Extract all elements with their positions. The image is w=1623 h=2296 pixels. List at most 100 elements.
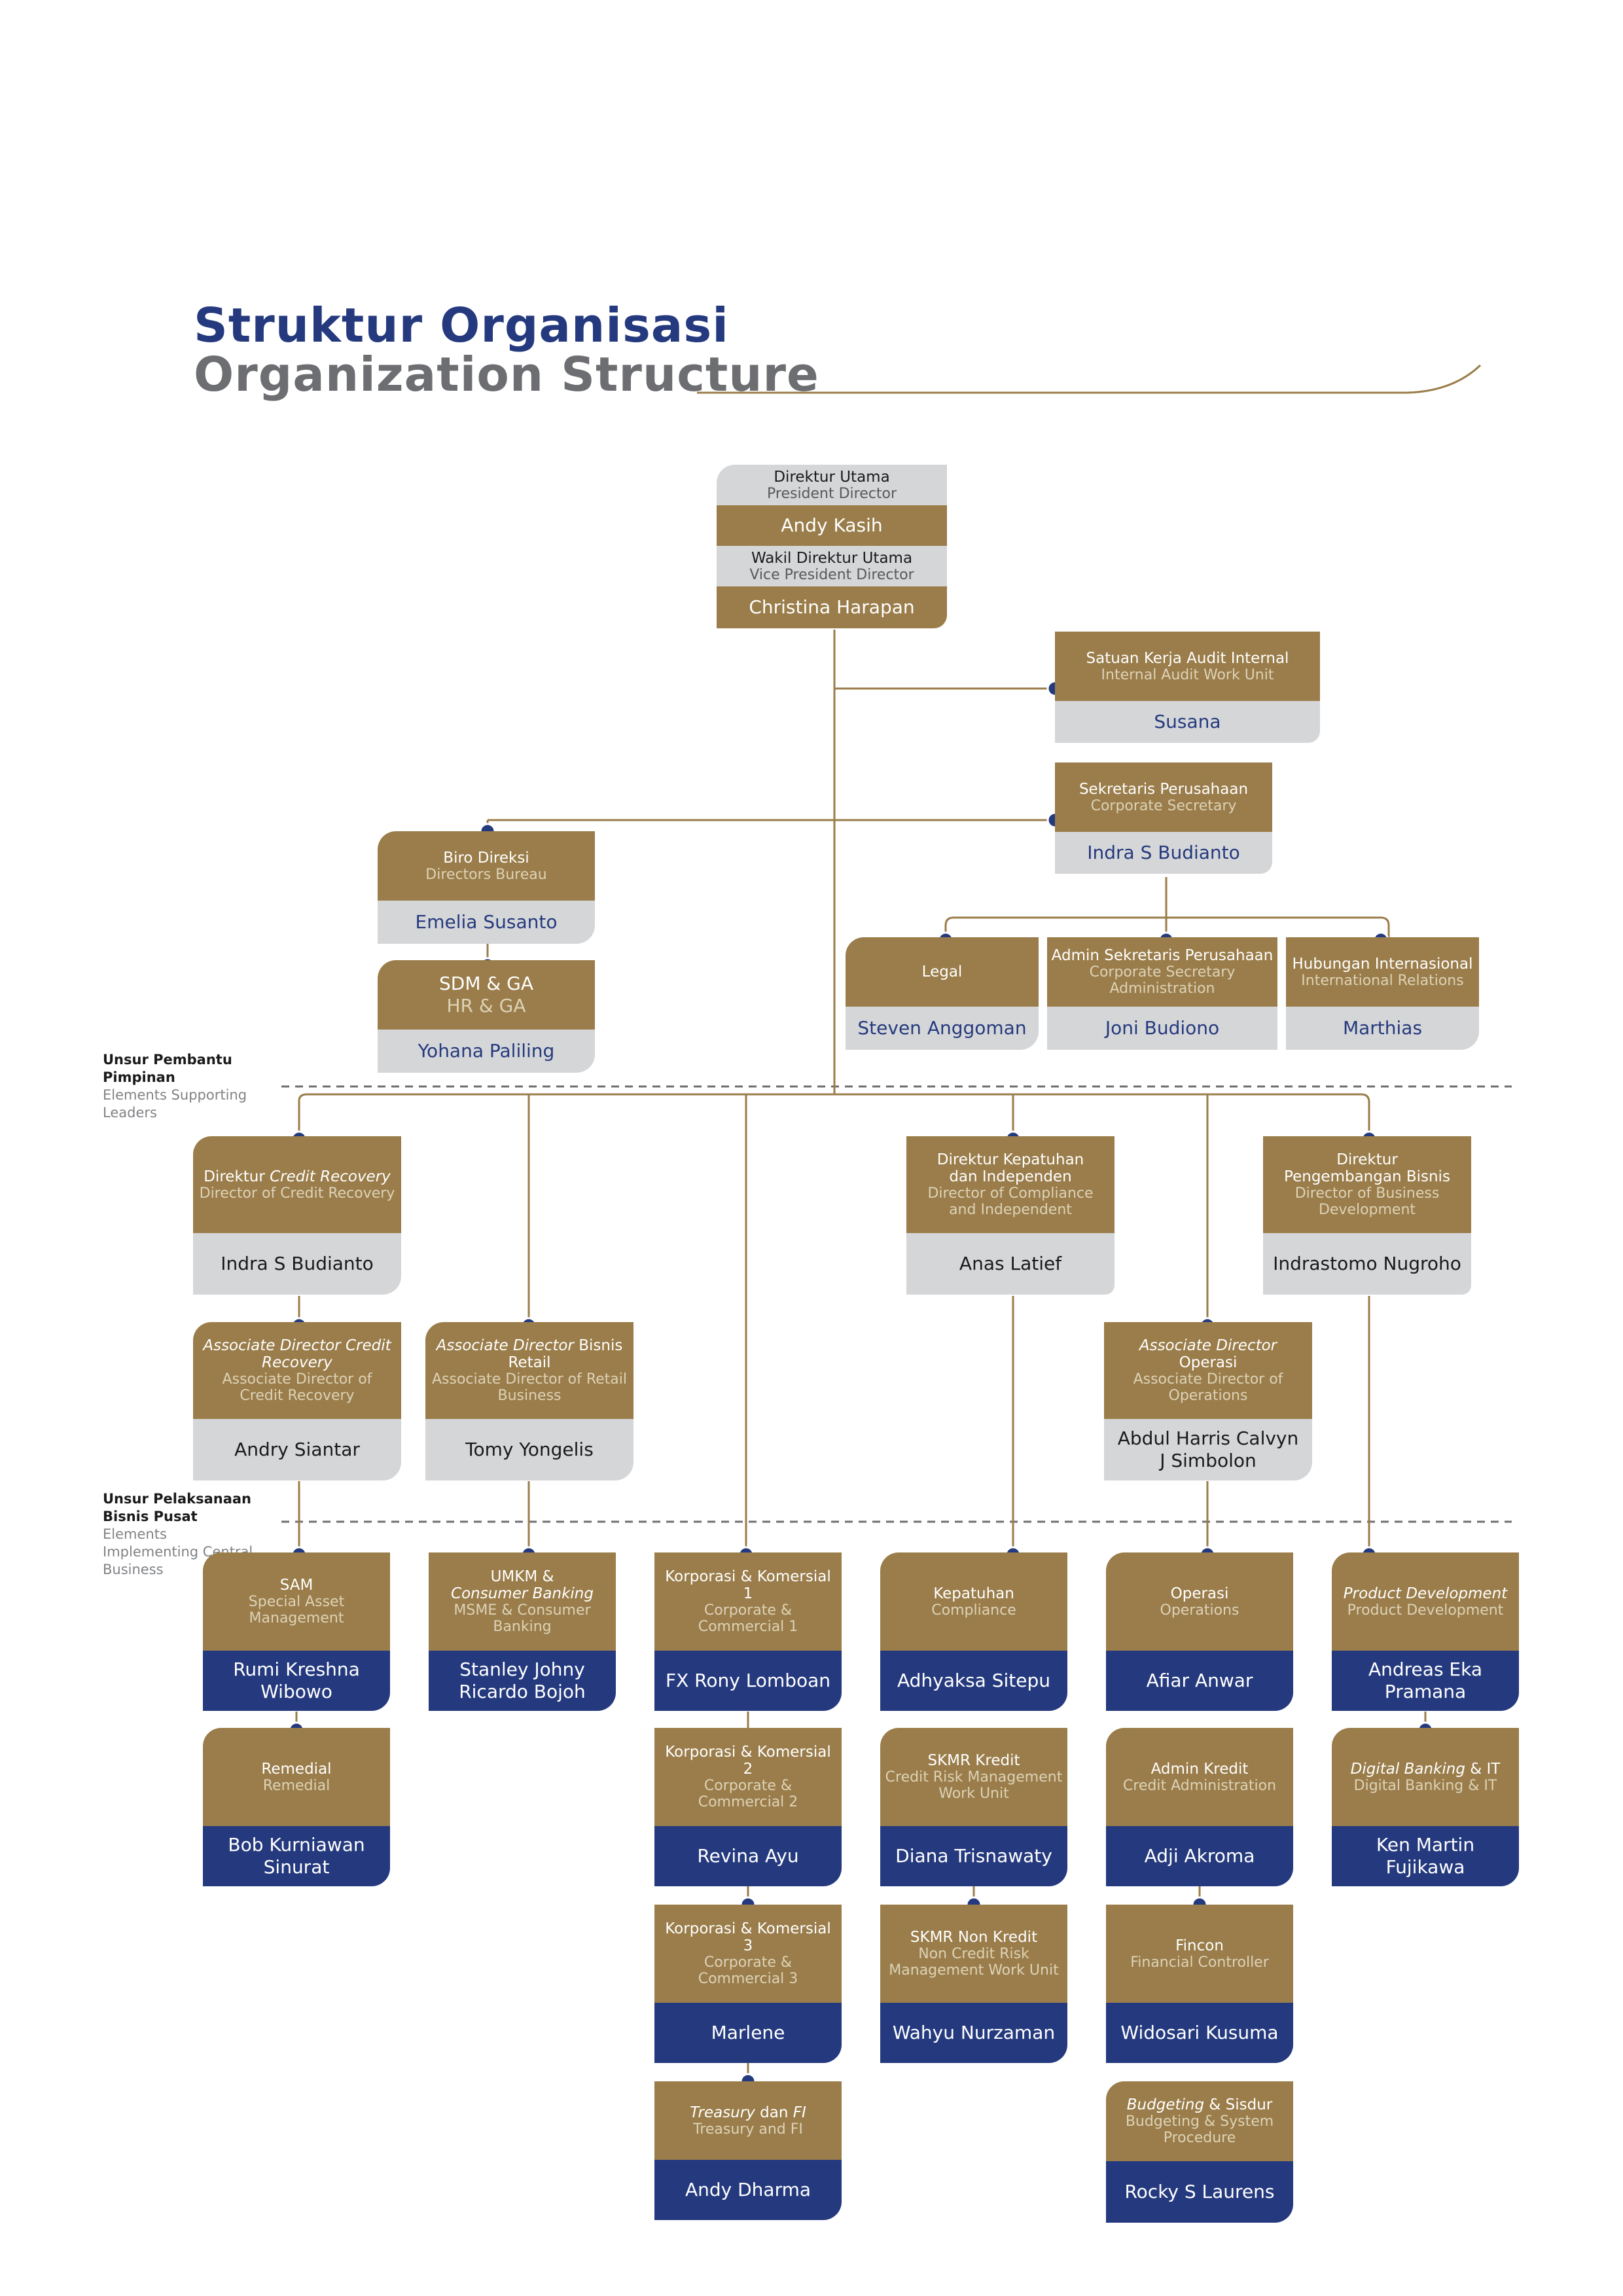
unit-title-en: Compliance: [931, 1602, 1016, 1619]
person-name: Marlene: [711, 2022, 785, 2043]
org-box-corporate-secretary: Sekretaris Perusahaan Corporate Secretar…: [1055, 762, 1272, 874]
unit-title: Direktur Credit Recovery: [204, 1168, 391, 1185]
person-name: Rocky S Laurens: [1124, 2181, 1275, 2202]
org-box-sam: SAM Special Asset Management Rumi Kreshn…: [203, 1552, 390, 1711]
org-box-corporate-secretary-admin: Admin Sekretaris Perusahaan Corporate Se…: [1047, 937, 1277, 1050]
person-name: FX Rony Lomboan: [665, 1670, 831, 1691]
unit-title: Remedial: [261, 1760, 332, 1778]
unit-title-en: Associate Director of Retail Business: [431, 1371, 627, 1404]
unit-title-en: Corporate & Commercial 2: [698, 1778, 798, 1810]
unit-title: Product Development: [1343, 1585, 1508, 1602]
person-name: Joni Budiono: [1105, 1017, 1220, 1039]
org-box-non-credit-risk-management: SKMR Non Kredit Non Credit Risk Manageme…: [880, 1905, 1067, 2063]
unit-title-en: Director of Credit Recovery: [199, 1185, 395, 1202]
connector-directors-bus: [298, 1093, 1370, 1554]
org-box-internal-audit: Satuan Kerja Audit Internal Internal Aud…: [1055, 632, 1320, 743]
person-name: Rumi Kreshna Wibowo: [233, 1659, 360, 1702]
org-box-director-business-development: Direktur Pengembangan Bisnis Director of…: [1263, 1136, 1471, 1295]
unit-title: Treasury dan FI: [690, 2104, 806, 2121]
unit-title-en: Operations: [1160, 1602, 1240, 1619]
org-box-hr-ga: SDM & GA HR & GA Yohana Paliling: [378, 960, 595, 1073]
unit-title-en: Special Asset Management: [248, 1594, 345, 1626]
unit-title-en: President Director: [767, 485, 897, 502]
unit-title-en: Remedial: [262, 1777, 330, 1794]
unit-title-part: & IT: [1465, 1760, 1501, 1778]
unit-title: SKMR Non Kredit: [910, 1929, 1038, 1946]
org-box-financial-controller: Fincon Financial Controller Widosari Kus…: [1106, 1905, 1293, 2063]
person-name: Steven Anggoman: [857, 1017, 1027, 1039]
unit-title: Wakil Direktur Utama: [751, 549, 913, 567]
org-box-president: Direktur Utama President Director Andy K…: [717, 465, 947, 628]
unit-title: Korporasi & Komersial 1: [665, 1568, 831, 1602]
unit-title-en: Internal Audit Work Unit: [1101, 666, 1274, 683]
unit-title-part: Treasury: [690, 2104, 755, 2121]
org-box-corporate-commercial-2: Korporasi & Komersial 2 Corporate & Comm…: [654, 1728, 842, 1886]
unit-title: Legal: [921, 963, 963, 980]
unit-title: UMKM &: [490, 1568, 554, 1585]
unit-title: Fincon: [1175, 1937, 1224, 1954]
unit-title: Direktur Pengembangan Bisnis: [1284, 1151, 1450, 1185]
org-box-treasury-fi: Treasury dan FI Treasury and FI Andy Dha…: [654, 2081, 842, 2220]
unit-title-en: Corporate & Commercial 3: [698, 1954, 798, 1987]
unit-title-en: Budgeting & System Procedure: [1125, 2113, 1274, 2146]
unit-title-en: Corporate Secretary: [1090, 797, 1237, 814]
level-label-id: Unsur Pelaksanaan Bisnis Pusat: [103, 1491, 252, 1524]
unit-title: Budgeting & Sisdur: [1127, 2096, 1272, 2113]
org-box-credit-risk-management: SKMR Kredit Credit Risk Management Work …: [880, 1728, 1067, 1886]
unit-title-en: Associate Director of Operations: [1133, 1371, 1283, 1404]
unit-title-part: Digital Banking: [1350, 1760, 1465, 1778]
person-name: Marthias: [1342, 1017, 1423, 1039]
org-box-msme-consumer-banking: UMKM & Consumer Banking MSME & Consumer …: [429, 1552, 616, 1711]
level-label-id: Unsur Pembantu Pimpinan: [103, 1052, 232, 1085]
org-box-director-compliance: Direktur Kepatuhan dan Independen Direct…: [906, 1136, 1115, 1295]
unit-title-part: Bisnis Retail: [508, 1337, 623, 1371]
unit-title: Direktur Utama: [774, 468, 890, 486]
unit-title-part: Budgeting: [1126, 2096, 1205, 2113]
org-box-corporate-commercial-3: Korporasi & Komersial 3 Corporate & Comm…: [654, 1905, 842, 2063]
org-box-director-credit-recovery: Direktur Credit Recovery Director of Cre…: [193, 1136, 401, 1295]
unit-title-en: Associate Director of Credit Recovery: [222, 1371, 372, 1404]
unit-title-en: Non Credit Risk Management Work Unit: [889, 1946, 1059, 1979]
person-name: Widosari Kusuma: [1120, 2022, 1279, 2043]
unit-title-en: Vice President Director: [749, 566, 914, 583]
unit-title-part: FI: [793, 2104, 806, 2121]
person-name: Tomy Yongelis: [465, 1439, 594, 1460]
unit-title-en: Directors Bureau: [425, 866, 547, 883]
unit-title: Biro Direksi: [443, 849, 529, 867]
org-box-legal: Legal Steven Anggoman: [846, 937, 1039, 1050]
person-name: Abdul Harris Calvyn J Simbolon: [1117, 1427, 1299, 1471]
org-box-operations: Operasi Operations Afiar Anwar: [1106, 1552, 1293, 1711]
unit-title: Satuan Kerja Audit Internal: [1086, 649, 1289, 667]
unit-title: Direktur Kepatuhan dan Independen: [936, 1151, 1084, 1185]
person-name: Anas Latief: [959, 1253, 1062, 1274]
unit-title-en: Credit Administration: [1122, 1777, 1277, 1794]
unit-title: Associate Director Credit Recovery: [203, 1337, 391, 1371]
unit-title: SAM: [279, 1577, 313, 1594]
title-underline: [697, 364, 1482, 394]
level-label-implementing: Unsur Pelaksanaan Bisnis Pusat Elements …: [103, 1490, 253, 1579]
person-name: Andry Siantar: [234, 1439, 360, 1460]
org-box-directors-bureau: Biro Direksi Directors Bureau Emelia Sus…: [378, 831, 595, 944]
unit-title-en: MSME & Consumer Banking: [454, 1602, 591, 1635]
unit-title: Admin Sekretaris Perusahaan: [1051, 947, 1274, 964]
unit-title: Korporasi & Komersial 2: [665, 1744, 831, 1778]
unit-title: Hubungan Internasional: [1292, 955, 1473, 973]
person-name: Christina Harapan: [749, 596, 915, 618]
person-name: Yohana Paliling: [418, 1040, 555, 1062]
unit-title-part: Associate Director: [1139, 1337, 1277, 1354]
person-name: Diana Trisnawaty: [895, 1845, 1052, 1867]
unit-title: Sekretaris Perusahaan: [1079, 780, 1249, 798]
person-name: Andreas Eka Pramana: [1368, 1659, 1482, 1702]
level-label-supporting: Unsur Pembantu Pimpinan Elements Support…: [103, 1051, 253, 1122]
unit-title-en: Financial Controller: [1130, 1954, 1269, 1971]
org-box-product-development: Product Development Product Development …: [1332, 1552, 1519, 1711]
unit-title: Korporasi & Komersial 3: [665, 1920, 831, 1954]
level-label-en: Elements Supporting Leaders: [103, 1087, 247, 1121]
unit-title: Operasi: [1170, 1585, 1229, 1602]
unit-title: Digital Banking & IT: [1351, 1761, 1501, 1778]
person-name: Indrastomo Nugroho: [1273, 1253, 1461, 1274]
unit-title-en: Corporate Secretary Administration: [1089, 964, 1236, 997]
person-name: Susana: [1154, 711, 1221, 732]
unit-title-en: HR & GA: [446, 995, 526, 1016]
page-title: Struktur Organisasi: [194, 298, 729, 353]
